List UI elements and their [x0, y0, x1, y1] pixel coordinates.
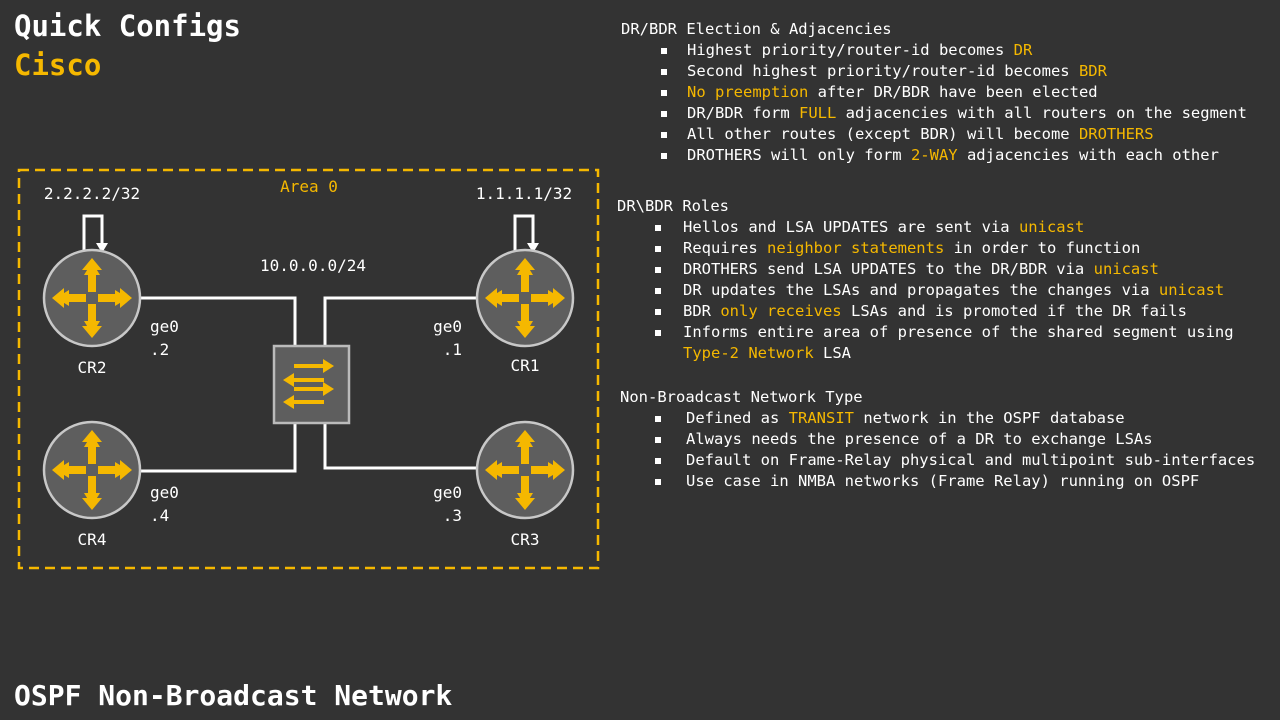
cr2-iface-label: ge0: [150, 317, 179, 336]
item-text: Always needs the presence of a DR to exc…: [686, 430, 1153, 448]
item-text: network in the OSPF database: [853, 409, 1125, 427]
list-item: Defined as TRANSIT network in the OSPF d…: [620, 408, 1255, 429]
list-item: All other routes (except BDR) will becom…: [621, 124, 1247, 145]
item-text: Second highest priority/router-id become…: [687, 62, 1079, 80]
highlight-text: BDR: [1078, 62, 1107, 80]
item-text: DROTHERS send LSA UPDATES to the DR/BDR …: [683, 260, 1094, 278]
section-heading: Non-Broadcast Network Type: [620, 388, 863, 406]
bullet-list: Hellos and LSA UPDATES are sent via unic…: [617, 217, 1234, 364]
list-item: DR updates the LSAs and propagates the c…: [617, 280, 1234, 301]
highlight-text: unicast: [1093, 260, 1159, 278]
area-label: Area 0: [280, 177, 338, 196]
cr1-iface-label: ge0: [433, 317, 462, 336]
list-item: Always needs the presence of a DR to exc…: [620, 429, 1255, 450]
highlight-text: unicast: [1158, 281, 1225, 299]
item-text: in order to function: [944, 239, 1141, 257]
bullet-list: Defined as TRANSIT network in the OSPF d…: [620, 408, 1255, 492]
highlight-text: only receives: [720, 302, 842, 320]
section-heading: DR/BDR Election & Adjacencies: [621, 20, 892, 38]
item-text: Hellos and LSA UPDATES are sent via: [683, 218, 1019, 236]
cr4-iface-label: ge0: [150, 483, 179, 502]
item-text: adjacencies with each other: [957, 146, 1219, 164]
list-item: No preemption after DR/BDR have been ele…: [621, 82, 1247, 103]
cr1-addr-label: .1: [443, 340, 462, 359]
list-item: Use case in NMBA networks (Frame Relay) …: [620, 471, 1255, 492]
highlight-text: unicast: [1018, 218, 1085, 236]
network-label: 10.0.0.0/24: [260, 256, 366, 275]
list-item: Informs entire area of presence of the s…: [617, 322, 1234, 364]
page-subtitle: Cisco: [14, 48, 102, 82]
area-boundary: [17, 168, 600, 570]
cr3-iface-label: ge0: [433, 483, 462, 502]
router-cr3: [475, 420, 575, 520]
list-item: DROTHERS will only form 2-WAY adjacencie…: [621, 145, 1247, 166]
item-text: Requires: [683, 239, 767, 257]
item-text: DR/BDR form: [687, 104, 799, 122]
item-text: Highest priority/router-id becomes: [687, 41, 1014, 59]
cr4-name-label: CR4: [78, 530, 107, 549]
item-text: DROTHERS will only form: [687, 146, 911, 164]
router-cr4: [42, 420, 142, 520]
router-arrows-icon: [475, 420, 575, 520]
links: [82, 214, 535, 473]
highlight-text: TRANSIT: [788, 409, 854, 427]
item-text: BDR: [683, 302, 721, 320]
cr2-addr-label: .2: [150, 340, 169, 359]
item-text: Informs entire area of presence of the s…: [683, 323, 1234, 341]
router-arrows-icon: [42, 248, 142, 348]
switch: [272, 344, 351, 425]
list-item: Hellos and LSA UPDATES are sent via unic…: [617, 217, 1234, 238]
list-item: DROTHERS send LSA UPDATES to the DR/BDR …: [617, 259, 1234, 280]
list-item: Default on Frame-Relay physical and mult…: [620, 450, 1255, 471]
cr3-addr-label: .3: [443, 506, 462, 525]
slide-footer-title: OSPF Non-Broadcast Network: [14, 679, 453, 712]
cr2-name-label: CR2: [78, 358, 107, 377]
cr2-loopback-label: 2.2.2.2/32: [44, 184, 140, 203]
router-cr1: [475, 248, 575, 348]
highlight-text: DR: [1013, 41, 1033, 59]
item-text: All other routes (except BDR) will becom…: [687, 125, 1079, 143]
loopback-arrow-cr1: [527, 243, 539, 253]
router-arrows-icon: [475, 248, 575, 348]
router-cr2: [42, 248, 142, 348]
cr1-name-label: CR1: [511, 356, 540, 375]
page-title: Quick Configs: [14, 9, 241, 43]
item-text: Default on Frame-Relay physical and mult…: [686, 451, 1256, 469]
highlight-text: DROTHERS: [1078, 125, 1154, 143]
router-arrows-icon: [42, 420, 142, 520]
item-text: DR updates the LSAs and propagates the c…: [683, 281, 1159, 299]
list-item: Highest priority/router-id becomes DR: [621, 40, 1247, 61]
item-text: Defined as: [686, 409, 789, 427]
item-text: LSAs and is promoted if the DR fails: [841, 302, 1187, 320]
section-election: DR/BDR Election & Adjacencies Highest pr…: [621, 19, 1247, 166]
item-text: after DR/BDR have been elected: [808, 83, 1098, 101]
list-item: Second highest priority/router-id become…: [621, 61, 1247, 82]
item-text: LSA: [813, 344, 851, 362]
highlight-text: 2-WAY: [910, 146, 958, 164]
item-text: Use case in NMBA networks (Frame Relay) …: [686, 472, 1200, 490]
section-nbma: Non-Broadcast Network Type Defined as TR…: [620, 387, 1255, 492]
highlight-text: neighbor statements: [767, 239, 945, 257]
list-item: DR/BDR form FULL adjacencies with all ro…: [621, 103, 1247, 124]
highlight-text: Type-2 Network: [683, 344, 814, 362]
cr4-addr-label: .4: [150, 506, 169, 525]
section-roles: DR\BDR Roles Hellos and LSA UPDATES are …: [617, 196, 1234, 364]
network-diagram: Area 0 2.2.2.2/32 1.1.1.1/32 10.0.0.0/24…: [17, 168, 600, 570]
highlight-text: FULL: [798, 104, 837, 122]
list-item: BDR only receives LSAs and is promoted i…: [617, 301, 1234, 322]
loopback-arrow-cr2: [96, 243, 108, 253]
list-item: Requires neighbor statements in order to…: [617, 238, 1234, 259]
cr3-name-label: CR3: [511, 530, 540, 549]
section-heading: DR\BDR Roles: [617, 197, 729, 215]
item-text: adjacencies with all routers on the segm…: [836, 104, 1247, 122]
cr1-loopback-label: 1.1.1.1/32: [476, 184, 572, 203]
switch-arrows-icon: [283, 359, 334, 409]
highlight-text: No preemption: [687, 83, 809, 101]
